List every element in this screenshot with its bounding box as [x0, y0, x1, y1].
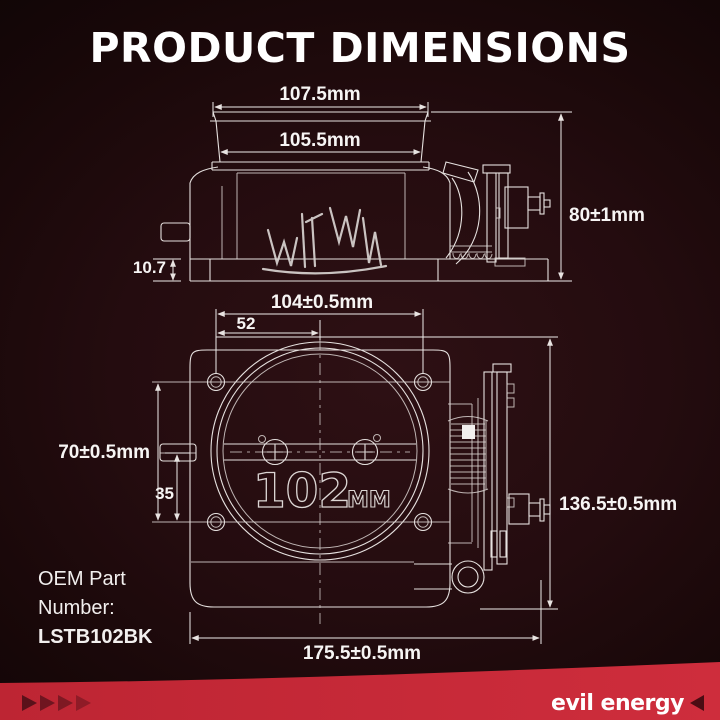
oem-label-line2: Number: [38, 597, 115, 619]
footer-bar: evil energy [0, 662, 720, 720]
tube-fitting [414, 560, 485, 594]
dim-total-width-label: 175.5±0.5mm [303, 643, 421, 664]
throttle-linkage-side [442, 161, 551, 267]
bore-unit-label: MM [347, 488, 391, 513]
oem-label-line1: OEM Part [38, 568, 126, 590]
throttle-blade [159, 434, 416, 466]
dim-total-height-label-front: 136.5±0.5mm [559, 494, 677, 515]
engraved-graffiti-logo [261, 206, 388, 275]
dim-top-width-label: 107.5mm [279, 84, 360, 105]
dim-center-offset-label: 52 [237, 314, 256, 333]
dim-bolt-span-label: 104±0.5mm [271, 292, 373, 313]
dim-total-height-label: 80±1mm [569, 205, 645, 226]
side-view-dimensions: 107.5mm 105.5mm 80±1mm 10.7 [133, 84, 645, 282]
page-title: PRODUCT DIMENSIONS [89, 24, 631, 72]
brand-left-arrow-icon [690, 695, 704, 711]
footer-red-band [0, 662, 720, 720]
dim-axis-offset-label: 35 [155, 484, 174, 503]
dim-inner-width-label: 105.5mm [279, 130, 360, 151]
front-view-dimensions: 104±0.5mm 52 70±0.5mm 35 136.5±0.5mm 175… [58, 292, 677, 664]
front-view-drawing: 102 MM [58, 292, 677, 664]
dim-bolt-vertical-label: 70±0.5mm [58, 442, 150, 463]
throttle-linkage-front [447, 363, 551, 571]
bore-size-label: 102 [253, 464, 351, 519]
oem-part-number: LSTB102BK [38, 626, 153, 648]
brand-logo: evil energy [551, 691, 684, 716]
oem-part-block: OEM Part Number: LSTB102BK [38, 565, 152, 652]
side-view-drawing: 107.5mm 105.5mm 80±1mm 10.7 [133, 84, 645, 282]
footer-arrows-icon [22, 695, 91, 711]
dim-flange-height-label: 10.7 [133, 258, 166, 277]
